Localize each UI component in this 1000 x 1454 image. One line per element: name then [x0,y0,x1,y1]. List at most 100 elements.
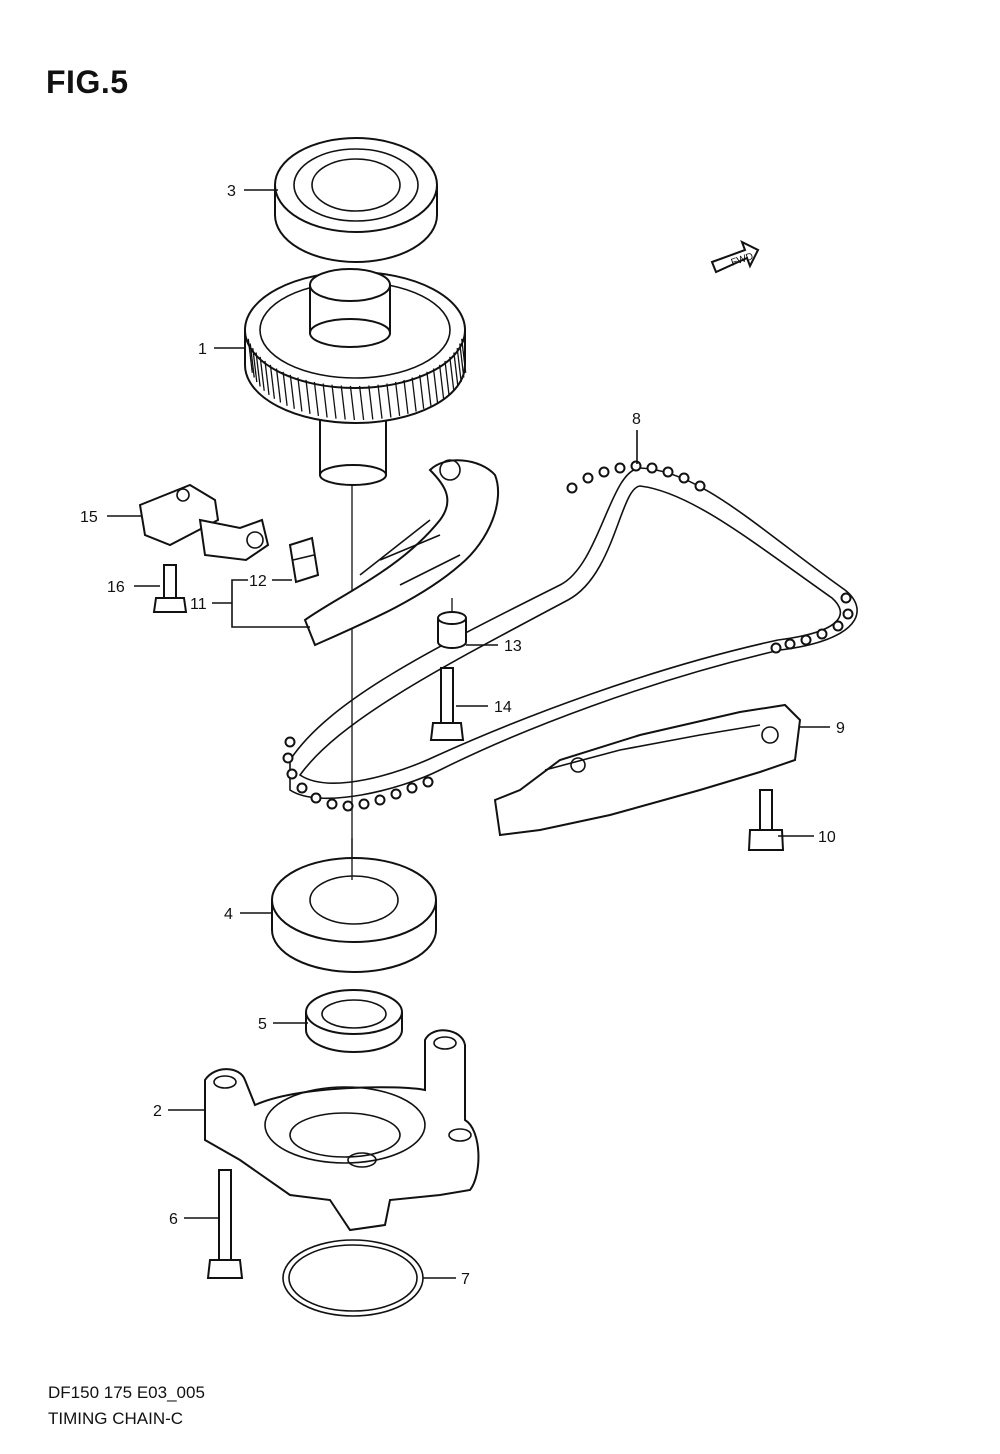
upper-bearing-icon [274,137,438,263]
gear-tooth [403,379,409,414]
gear-teeth [247,338,467,420]
chain-link [406,782,418,794]
chain-link [422,776,434,788]
tensioner-mount-bolt-icon [152,564,188,613]
lower-bearing-icon [271,838,437,973]
figure-title: FIG.5 [46,64,129,100]
chain-link [284,736,296,748]
gear-tooth [264,360,270,395]
gear-tooth [297,377,303,412]
callout-5: 5 [258,1016,267,1033]
chain-link [832,620,844,632]
gear-tooth [386,383,392,418]
chain-link [326,798,338,810]
gear-tooth [411,377,417,412]
chain-link [784,638,796,650]
timing-chain-icon [282,460,858,812]
callout-6: 6 [169,1211,178,1228]
gear-tooth [461,338,467,373]
chain-link [646,462,658,474]
housing-bolt-icon [206,1169,244,1279]
driven-gear-icon [244,268,467,486]
gear-tooth [331,384,337,419]
gear-tooth [426,371,432,406]
gear-tooth [259,356,265,391]
gear-tooth [349,385,356,420]
gear-tooth [377,384,383,419]
callout-11: 11 [190,596,207,613]
callout-8: 8 [632,411,641,428]
callout-13: 13 [504,638,522,655]
gear-tooth [269,364,276,399]
tensioner-collar-icon [437,598,467,649]
gear-tooth [289,374,295,409]
chain-link [678,472,690,484]
gear-tooth [449,356,455,391]
chain-link [358,798,370,810]
gear-tooth [419,374,425,409]
gear-tooth [456,348,462,383]
gear-tooth [313,381,320,416]
gear-tooth [249,343,255,378]
gear-tooth [305,379,311,414]
tensioner-clip-icon [288,536,320,584]
callout-labels: 3 1 15 16 12 11 13 14 8 9 10 4 5 2 6 7 [80,183,845,1288]
chain-link [282,752,294,764]
gear-tooth [255,352,261,387]
callout-7: 7 [461,1271,470,1288]
bearing-housing-icon [204,1029,480,1232]
fwd-arrow-icon: FWD [710,239,760,274]
callout-12: 12 [249,573,267,590]
callout-16: 16 [107,579,125,596]
chain-link [342,800,354,812]
tensioner-bolt-icon [429,667,465,741]
gear-tooth [275,368,282,403]
chain-tensioner-arm-icon [303,459,500,647]
gear-tooth [358,385,365,420]
chain-links [282,460,854,812]
callout-3: 3 [227,183,236,200]
chain-link [296,782,308,794]
gear-tooth [368,385,374,420]
chain-link [582,472,594,484]
chain-link [614,462,626,474]
chain-link [816,628,828,640]
chain-link [694,480,706,492]
chain-tensioner-icon [138,483,270,562]
chain-link [598,466,610,478]
gear-tooth [394,381,401,416]
chain-link [566,482,578,494]
chain-link [840,592,852,604]
chain-link [842,608,854,620]
gear-tooth [247,338,253,373]
o-ring-icon [282,1239,424,1317]
gear-tooth [340,385,346,420]
figure-code: DF150 175 E03_005 [48,1383,205,1402]
chain-link [800,634,812,646]
callout-9: 9 [836,720,845,737]
gear-tooth [444,360,450,395]
chain-guide-icon [493,703,802,837]
chain-link [374,794,386,806]
callout-1: 1 [198,341,207,358]
callout-14: 14 [494,699,512,716]
leader-lines [107,189,830,1279]
figure-name: TIMING CHAIN-C [48,1409,184,1428]
gear-tooth [459,343,465,378]
chain-link [662,466,674,478]
chain-link [770,642,782,654]
chain-link [630,460,642,472]
gear-tooth [322,383,328,418]
chain-link [286,768,298,780]
chain-link [310,792,322,804]
callout-10: 10 [818,829,836,846]
gear-tooth [432,368,439,403]
gear-tooth [252,348,258,383]
chain-link [390,788,402,800]
gear-tooth [453,352,459,387]
callout-2: 2 [153,1103,162,1120]
callout-4: 4 [224,906,233,923]
gear-tooth [438,364,445,399]
